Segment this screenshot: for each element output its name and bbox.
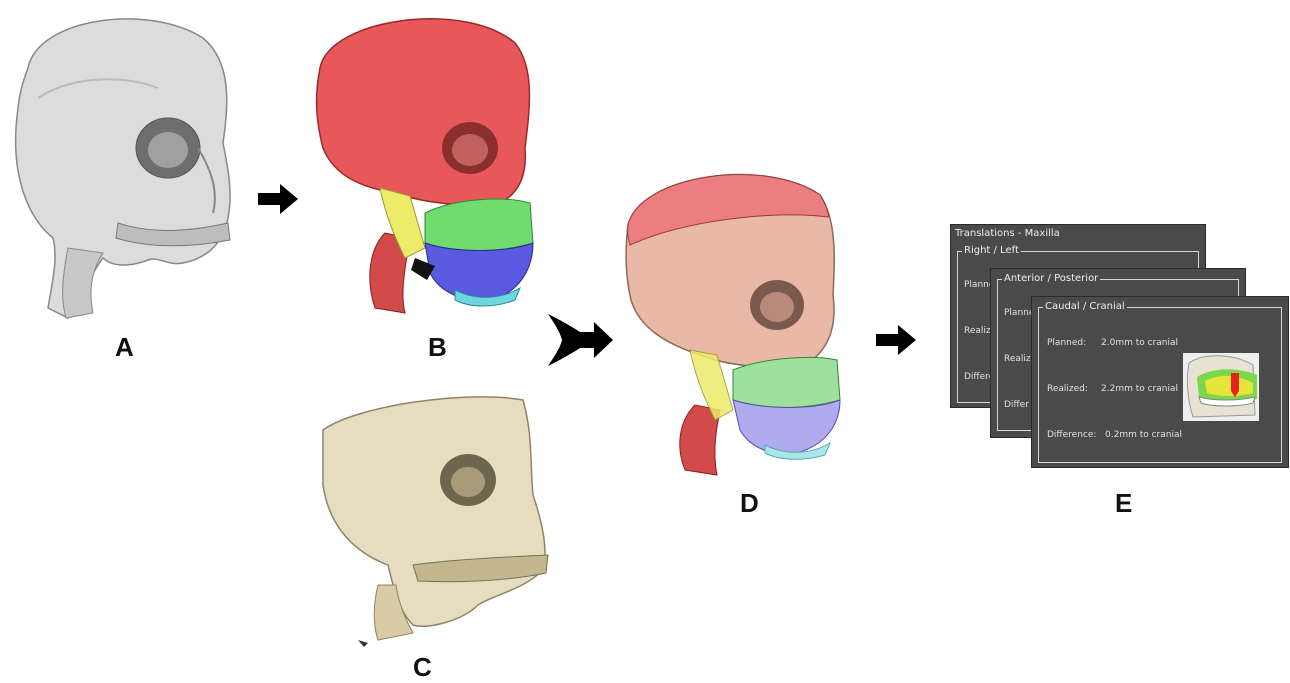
panel-label-b: B bbox=[428, 332, 447, 363]
difference-label: Differ bbox=[1004, 400, 1029, 410]
realized-label: Realiz bbox=[964, 326, 991, 336]
panel-label-e: E bbox=[1115, 488, 1132, 519]
difference-label: Difference: bbox=[1047, 430, 1096, 440]
panel-label-a: A bbox=[115, 332, 134, 363]
translations-window-caudal-cranial: Caudal / Cranial Planned: 2.0mm to crani… bbox=[1031, 296, 1289, 468]
skull-ct-beige bbox=[318, 385, 553, 647]
window-title: Translations - Maxilla bbox=[955, 228, 1060, 239]
planned-label: Planne bbox=[1004, 308, 1034, 318]
anterior-posterior-label: Anterior / Posterior bbox=[1002, 273, 1100, 284]
caudal-cranial-label: Caudal / Cranial bbox=[1043, 301, 1127, 312]
planned-label: Planned: bbox=[1047, 338, 1086, 348]
realized-value: 2.2mm to cranial bbox=[1101, 384, 1178, 394]
merge-arrow-icon bbox=[548, 314, 613, 366]
arrow-right-icon bbox=[258, 184, 298, 214]
skull-ct-grey bbox=[8, 8, 248, 324]
right-left-label: Right / Left bbox=[962, 245, 1021, 256]
realized-label: Realized: bbox=[1047, 384, 1088, 394]
realized-label: Realiz bbox=[1004, 354, 1031, 364]
panel-label-c: C bbox=[413, 652, 432, 683]
caudal-cranial-frame: Caudal / Cranial Planned: 2.0mm to crani… bbox=[1038, 307, 1282, 463]
panel-label-d: D bbox=[740, 488, 759, 519]
planned-value: 2.0mm to cranial bbox=[1101, 338, 1178, 348]
arrow-right-icon bbox=[876, 325, 916, 355]
maxilla-heatmap-thumbnail bbox=[1183, 353, 1259, 421]
skull-superimposed bbox=[625, 165, 865, 480]
skull-segmented bbox=[315, 8, 540, 320]
difference-value: 0.2mm to cranial bbox=[1105, 430, 1182, 440]
